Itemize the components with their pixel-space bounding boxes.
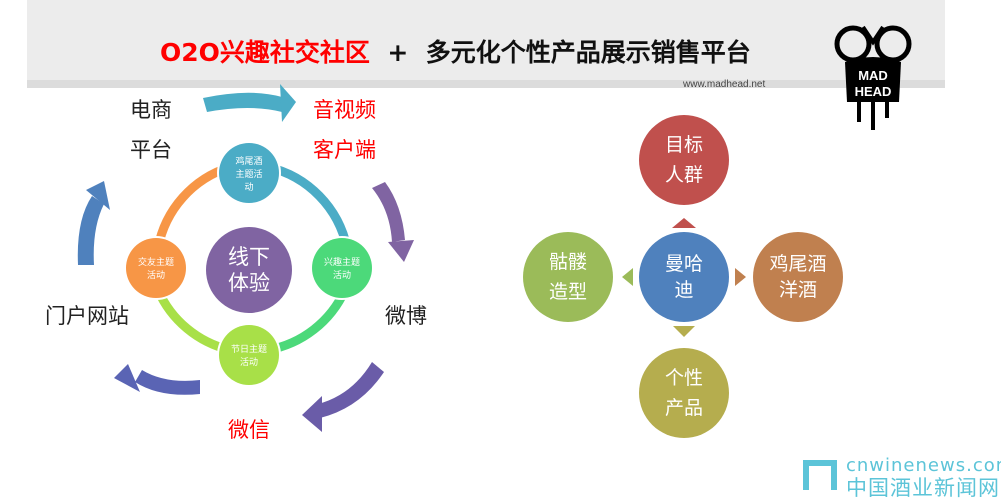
- site-url: www.madhead.net: [683, 79, 766, 90]
- label-portal: 门户网站: [45, 304, 129, 328]
- arrow-left: [622, 268, 633, 286]
- node-friends: 交友主题活动: [126, 238, 186, 298]
- arrow-down: [673, 326, 695, 337]
- arrow-right: [735, 268, 746, 286]
- circle-skull: 骷髅造型: [523, 232, 613, 322]
- circle-cocktail: 鸡尾酒洋酒: [753, 232, 843, 322]
- ring-teal: [266, 162, 352, 249]
- header-band: [27, 0, 945, 80]
- label-weibo: 微博: [385, 304, 427, 328]
- watermark-logo-icon: [803, 460, 837, 490]
- ring-orange: [153, 162, 232, 249]
- arrow-weibo-to-wechat: [302, 362, 384, 432]
- title-red: O2O兴趣社交社区: [160, 38, 370, 67]
- center-offline-experience: 线下体验: [206, 227, 292, 313]
- circle-manhadi: 曼哈迪: [639, 232, 729, 322]
- arrow-up: [672, 218, 696, 228]
- node-festival: 节日主题活动: [219, 325, 279, 385]
- header-stripe: [27, 80, 945, 88]
- label-wechat: 微信: [228, 418, 270, 442]
- page-title: O2O兴趣社交社区 + 多元化个性产品展示销售平台: [160, 33, 751, 69]
- svg-text:HEAD: HEAD: [855, 84, 892, 99]
- title-plus: +: [387, 38, 409, 67]
- circle-products: 个性产品: [639, 348, 729, 438]
- title-black: 多元化个性产品展示销售平台: [425, 38, 751, 67]
- node-interest: 兴趣主题活动: [312, 238, 372, 298]
- watermark-zh: 中国酒业新闻网: [846, 476, 1000, 500]
- svg-text:MAD: MAD: [858, 68, 888, 83]
- node-cocktail: 鸡尾酒主题活动: [219, 143, 279, 203]
- watermark-en: cnwinenews.com: [846, 455, 1001, 476]
- ring-green: [267, 288, 350, 355]
- arrow-wechat-to-portal: [114, 364, 200, 395]
- label-ecommerce: 电商平台: [130, 98, 172, 162]
- circle-target: 目标人群: [639, 115, 729, 205]
- arrow-ecommerce-to-av: [203, 84, 296, 122]
- arrow-portal-to-ecommerce: [77, 181, 110, 265]
- arrow-av-to-weibo: [372, 182, 414, 262]
- label-av-client: 音视频客户端: [313, 98, 376, 162]
